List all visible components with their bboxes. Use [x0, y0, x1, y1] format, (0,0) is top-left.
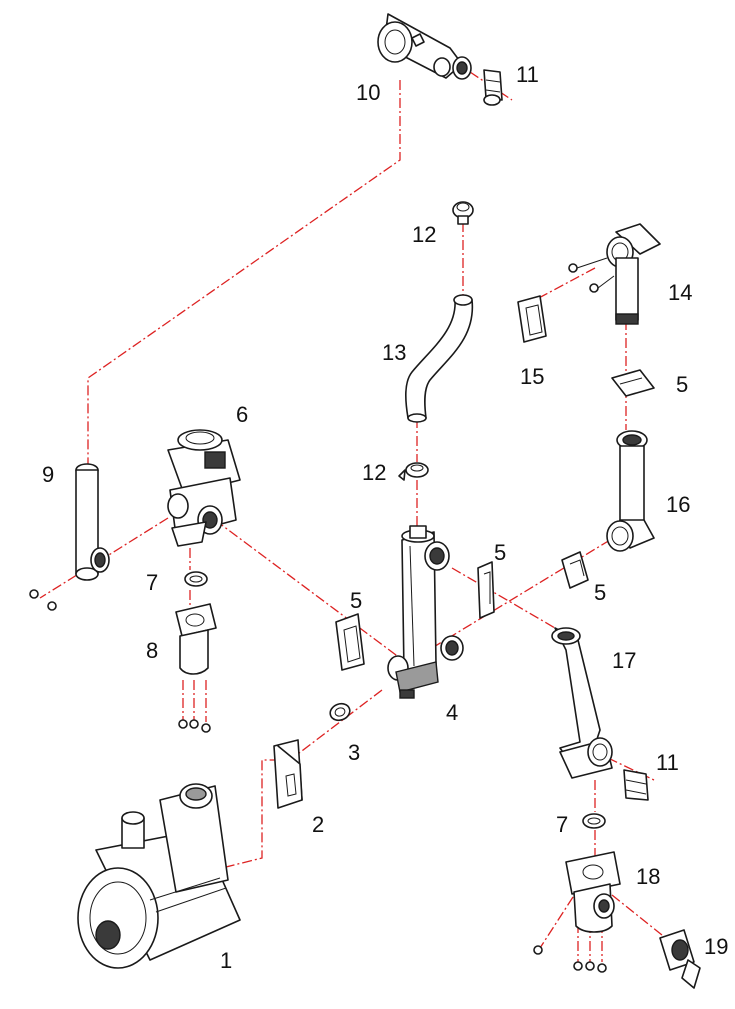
callout-15: 15 — [520, 364, 544, 389]
part-4-central-manifold — [387, 525, 464, 699]
part-11-retaining-clip-lower — [623, 769, 649, 801]
callout-2: 2 — [312, 812, 324, 837]
callout-17: 17 — [612, 648, 636, 673]
callout-13: 13 — [382, 340, 406, 365]
part-14-upper-right-pipe — [568, 223, 661, 325]
callout-5-left: 5 — [350, 588, 362, 613]
part-1-circulation-pump — [77, 783, 241, 969]
callout-3: 3 — [348, 740, 360, 765]
part-18-lower-flange-body — [533, 851, 621, 973]
part-6-valve-housing — [167, 429, 241, 547]
part-5-clip-upper-right — [611, 369, 655, 397]
part-10-upper-pipe-fitting — [377, 13, 472, 80]
callout-5-upper-right: 5 — [676, 372, 688, 397]
part-13-bent-hose — [405, 294, 474, 423]
callout-12-lower: 12 — [362, 460, 386, 485]
part-2-mounting-bracket — [273, 739, 303, 809]
part-7-o-ring-lower — [582, 813, 606, 829]
part-9-left-vertical-pipe — [29, 463, 110, 611]
callout-5-mid-right: 5 — [594, 580, 606, 605]
callout-6: 6 — [236, 402, 248, 427]
part-12-hose-clamp-lower — [398, 462, 429, 481]
callout-19: 19 — [704, 934, 728, 959]
callout-10: 10 — [356, 80, 380, 105]
leader-lines — [39, 71, 663, 962]
callout-12-upper: 12 — [412, 222, 436, 247]
callout-7-lower: 7 — [556, 812, 568, 837]
part-17-bent-pipe — [551, 627, 613, 779]
part-8-flange-adapter — [175, 603, 217, 733]
part-5-clip-mid-right — [561, 551, 589, 589]
part-16-right-vertical-pipe — [606, 430, 655, 552]
part-5-clip-center — [477, 561, 495, 619]
callout-4: 4 — [446, 700, 458, 725]
part-7-o-ring-upper — [184, 571, 208, 587]
callout-9: 9 — [42, 462, 54, 487]
callout-11-lower: 11 — [656, 750, 679, 775]
part-11-retaining-clip-upper — [483, 69, 503, 106]
part-3-seal-ring — [329, 702, 351, 722]
callout-14: 14 — [668, 280, 692, 305]
part-15-bracket-clip — [517, 295, 547, 343]
callout-labels: 1 2 3 4 5 5 5 5 6 7 7 8 9 10 11 11 12 12… — [42, 62, 728, 973]
callout-5-center: 5 — [494, 540, 506, 565]
callout-18: 18 — [636, 864, 660, 889]
callout-8: 8 — [146, 638, 158, 663]
part-5-clip-left — [335, 613, 365, 671]
callout-7-upper: 7 — [146, 570, 158, 595]
callout-11-upper: 11 — [516, 62, 539, 87]
part-12-hose-clamp-upper — [452, 201, 474, 225]
callout-16: 16 — [666, 492, 690, 517]
part-19-drain-plug — [659, 929, 701, 989]
callout-1: 1 — [220, 948, 232, 973]
